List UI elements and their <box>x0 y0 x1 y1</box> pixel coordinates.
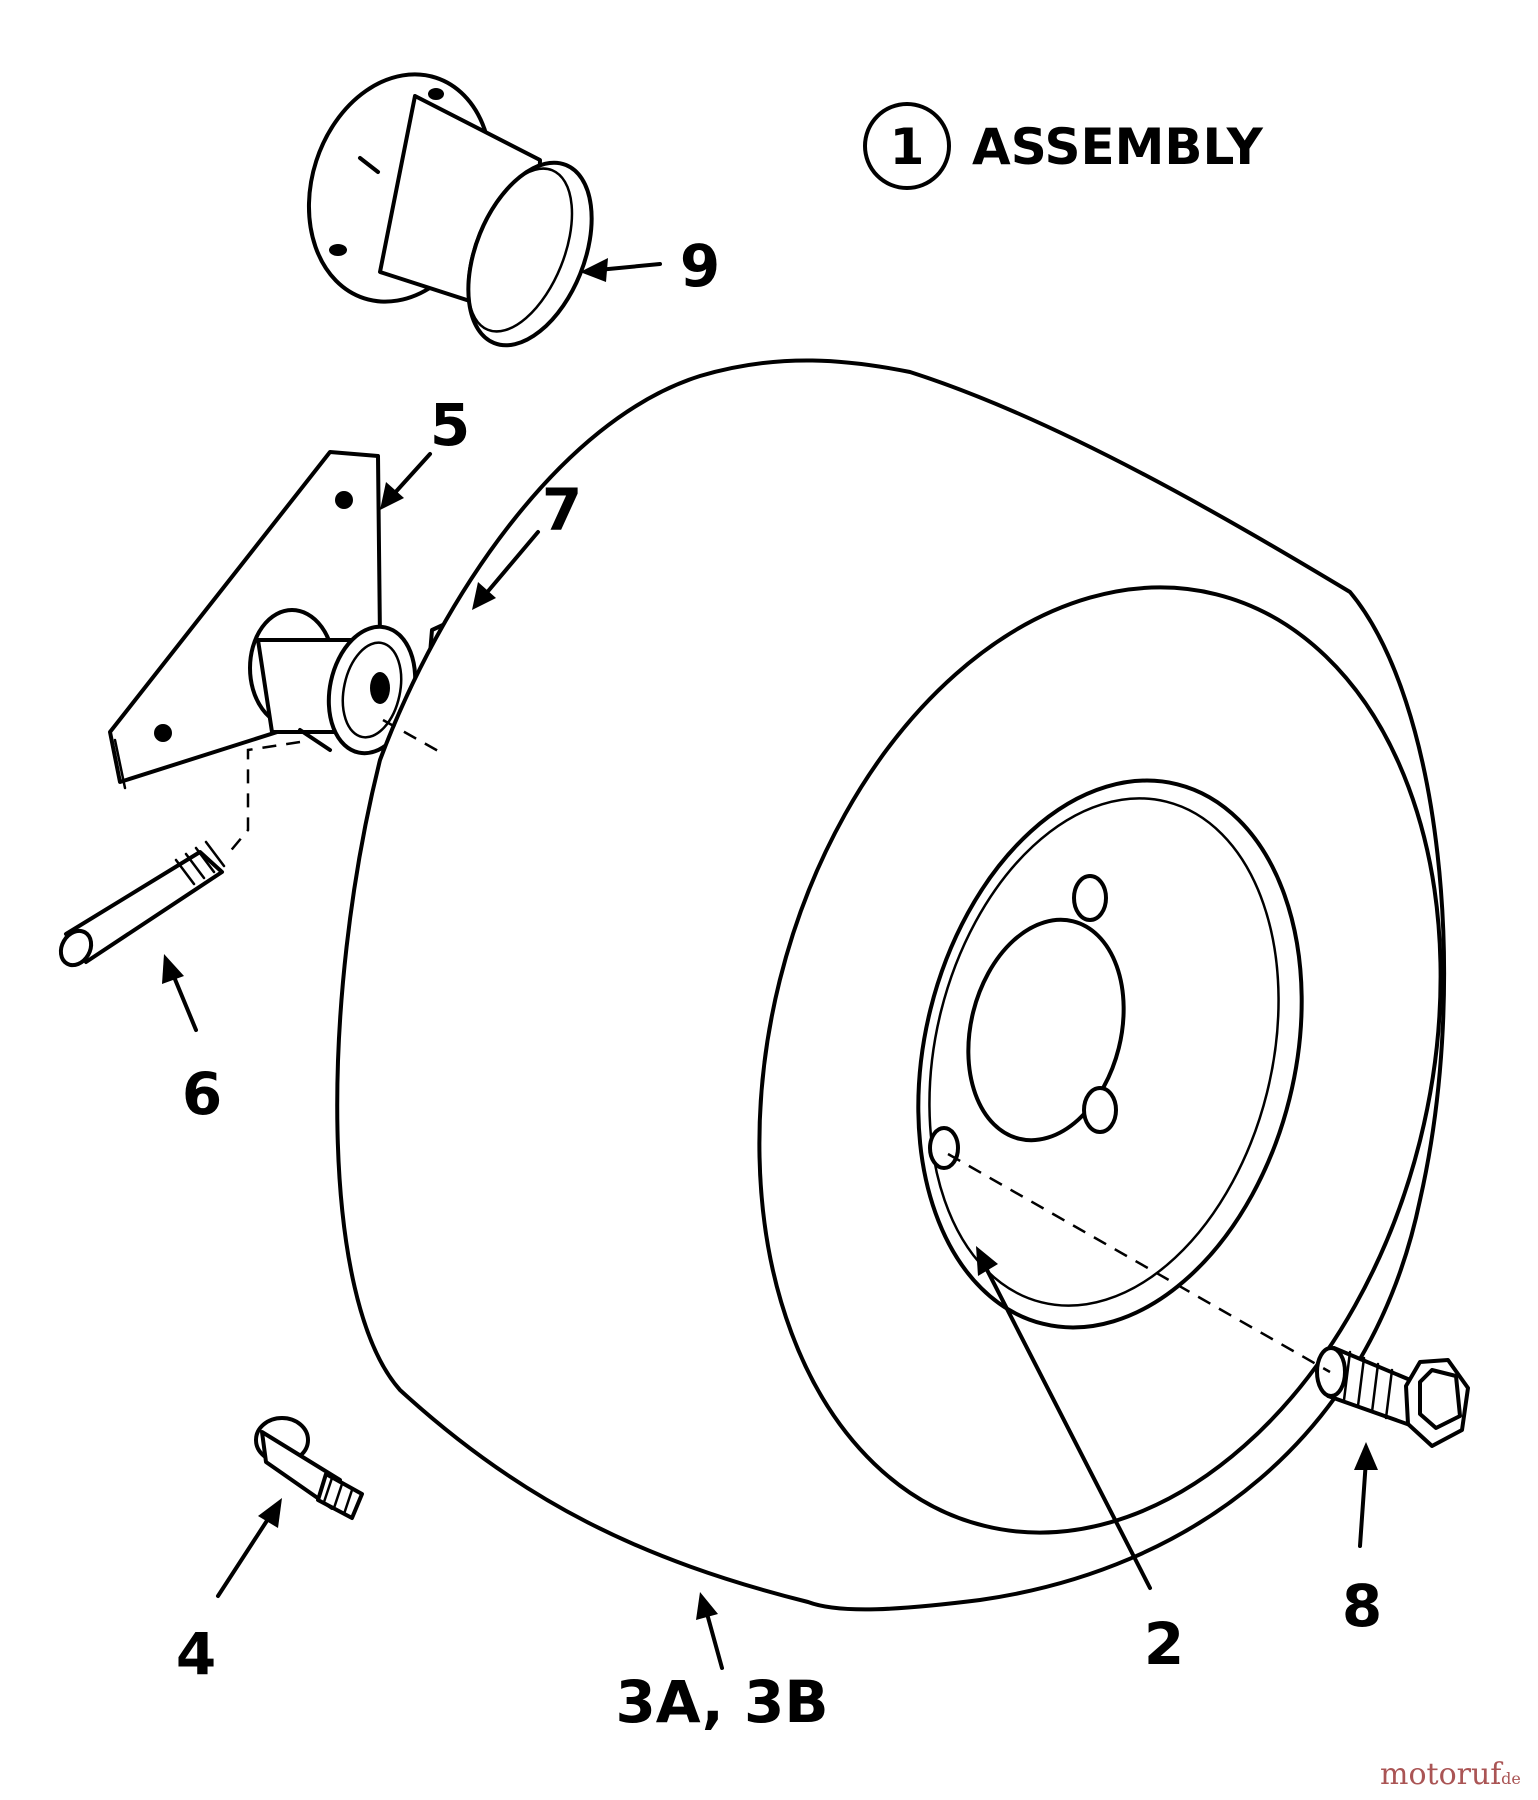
callout-valve-stem: 4 <box>176 1620 216 1688</box>
watermark-suffix: .de <box>1496 1769 1521 1788</box>
callout-bracket: 5 <box>430 391 470 459</box>
axle-bolt-part <box>58 840 226 968</box>
callout-labels: 9 5 7 6 4 3A, 3B 2 8 <box>176 232 1382 1736</box>
callout-axle-bolt: 6 <box>182 1060 222 1128</box>
callout-wheel-rim: 2 <box>1144 1610 1184 1678</box>
assembly-header: 1 ASSEMBLY <box>863 102 1264 190</box>
watermark-name: motoruf <box>1380 1757 1503 1792</box>
circled-number-icon <box>863 102 951 190</box>
callout-lug-bolt: 8 <box>1342 1572 1382 1640</box>
assembly-lines <box>227 718 1331 1374</box>
hub-cap-part <box>306 72 594 348</box>
wheel-rim-part <box>916 778 1304 1330</box>
circled-number: 1 <box>890 118 925 176</box>
valve-stem-part <box>254 1416 364 1520</box>
assembly-title: ASSEMBLY <box>972 118 1264 176</box>
lug-bolt-part <box>1315 1346 1470 1448</box>
bracket-part <box>108 450 418 790</box>
watermark: motoruf .de <box>1380 1757 1521 1792</box>
callout-nut: 7 <box>542 476 582 544</box>
leader-arrows <box>162 258 1378 1670</box>
callout-tire: 3A, 3B <box>615 1668 828 1736</box>
callout-hub-cap: 9 <box>680 232 720 300</box>
